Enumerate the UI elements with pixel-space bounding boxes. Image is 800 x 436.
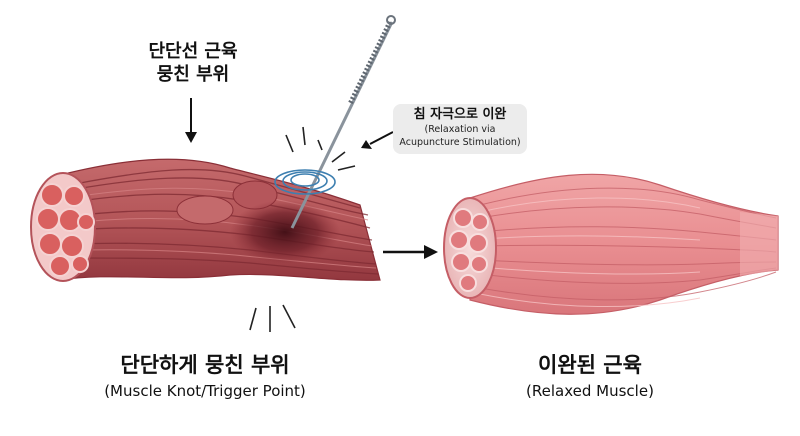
knot-top-label-line2: 뭉친 부위 xyxy=(156,64,230,85)
callout-pointer-arrow xyxy=(361,131,394,149)
knot-dark-center xyxy=(230,200,340,264)
left-caption-korean: 단단하게 뭉친 부위 xyxy=(120,353,290,377)
needle-callout-title: 침 자극으로 이완 xyxy=(413,107,507,122)
left-caption-english: (Muscle Knot/Trigger Point) xyxy=(104,382,306,400)
knot-top-label-line1: 단단선 근육 xyxy=(148,41,238,62)
tense-muscle-cross-section xyxy=(30,172,96,282)
right-caption-korean: 이완된 근육 xyxy=(538,353,642,377)
stimulation-lines xyxy=(249,126,356,332)
knot-top-label: 단단선 근육 뭉친 부위 xyxy=(128,40,258,86)
needle-callout: 침 자극으로 이완 (Relaxation via Acupuncture St… xyxy=(393,104,527,154)
knot-bulge-1 xyxy=(176,195,234,225)
relaxed-muscle-cross-section xyxy=(443,197,497,299)
needle-callout-subtitle-1: (Relaxation via xyxy=(424,124,496,135)
tense-muscle xyxy=(30,158,381,282)
knot-pointer-arrow xyxy=(185,98,197,143)
transition-arrow xyxy=(383,245,438,259)
needle-callout-subtitle-2: Acupuncture Stimulation) xyxy=(399,137,521,148)
acupuncture-needle xyxy=(290,15,396,229)
right-caption-english: (Relaxed Muscle) xyxy=(526,382,654,400)
stimulation-ripples xyxy=(274,169,336,195)
relaxed-muscle xyxy=(443,173,779,315)
